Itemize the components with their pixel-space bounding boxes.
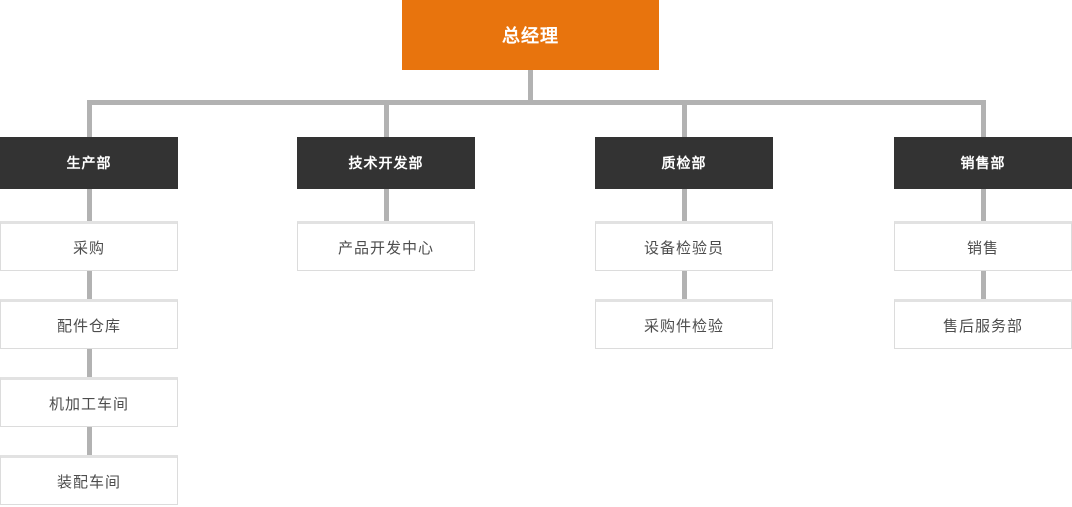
- org-node-general-manager[interactable]: 总经理: [402, 0, 659, 70]
- org-node-label: 销售部: [960, 155, 1006, 171]
- org-node-label: 总经理: [502, 26, 559, 46]
- connector-level1-horizontal: [87, 100, 986, 105]
- org-node-label: 生产部: [66, 155, 112, 171]
- connector-col4-seg1: [981, 189, 986, 221]
- org-node-label: 采购: [72, 239, 105, 257]
- connector-col2-seg1: [384, 189, 389, 221]
- org-node-equipment-inspector[interactable]: 设备检验员: [595, 221, 773, 271]
- connector-col4-seg2: [981, 271, 986, 299]
- org-node-label: 技术开发部: [348, 155, 424, 171]
- connector-col4-top: [981, 100, 986, 137]
- connector-col1-seg2: [87, 271, 92, 299]
- org-node-sales-dept[interactable]: 销售部: [894, 137, 1072, 189]
- org-node-assembly-workshop[interactable]: 装配车间: [0, 455, 178, 505]
- connector-col1-seg3: [87, 349, 92, 377]
- connector-col1-seg4: [87, 427, 92, 455]
- connector-col1-seg1: [87, 189, 92, 221]
- org-node-production-dept[interactable]: 生产部: [0, 137, 178, 189]
- org-node-label: 售后服务部: [942, 317, 1023, 335]
- org-node-quality-inspection-dept[interactable]: 质检部: [595, 137, 773, 189]
- org-node-purchased-parts-inspection[interactable]: 采购件检验: [595, 299, 773, 349]
- connector-col3-top: [682, 100, 687, 137]
- org-node-label: 设备检验员: [643, 239, 724, 257]
- connector-col1-top: [87, 100, 92, 137]
- org-node-label: 销售: [966, 239, 999, 257]
- connector-col2-top: [384, 100, 389, 137]
- org-node-tech-development-dept[interactable]: 技术开发部: [297, 137, 475, 189]
- org-node-machining-workshop[interactable]: 机加工车间: [0, 377, 178, 427]
- connector-col3-seg1: [682, 189, 687, 221]
- org-node-purchasing[interactable]: 采购: [0, 221, 178, 271]
- connector-root-stem: [528, 70, 533, 101]
- connector-col3-seg2: [682, 271, 687, 299]
- org-node-label: 采购件检验: [643, 317, 724, 335]
- org-node-label: 质检部: [661, 155, 707, 171]
- org-node-label: 装配车间: [56, 473, 121, 491]
- org-node-label: 产品开发中心: [337, 239, 434, 257]
- org-node-label: 机加工车间: [48, 395, 129, 413]
- org-node-after-sales-service[interactable]: 售后服务部: [894, 299, 1072, 349]
- org-node-product-development-center[interactable]: 产品开发中心: [297, 221, 475, 271]
- org-node-sales[interactable]: 销售: [894, 221, 1072, 271]
- org-node-parts-warehouse[interactable]: 配件仓库: [0, 299, 178, 349]
- org-node-label: 配件仓库: [56, 317, 121, 335]
